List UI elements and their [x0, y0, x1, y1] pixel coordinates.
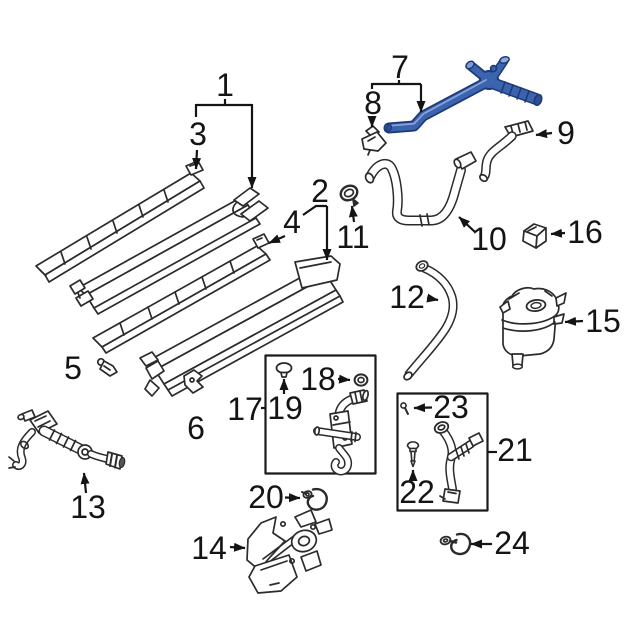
- clip-part-20: [301, 487, 328, 511]
- callout-11: 11: [336, 219, 369, 255]
- water-pump-part-14: [246, 509, 333, 594]
- callout-18: 18: [300, 361, 336, 397]
- callout-8: 8: [364, 85, 382, 121]
- leader-11-arrow: [348, 205, 358, 223]
- leader-18-arrow: [337, 374, 351, 384]
- leader-12-arrow: [426, 293, 439, 303]
- callout-14: 14: [191, 530, 227, 566]
- coolant-tube-highlighted: [383, 56, 543, 134]
- leader-2: [302, 204, 327, 216]
- leader-4-arrow: [268, 234, 286, 245]
- callout-17: 17: [227, 391, 263, 427]
- leader-23-arrow: [413, 403, 433, 413]
- leader-16-arrow: [550, 228, 566, 238]
- callout-24: 24: [494, 525, 530, 561]
- leader-lines: [80, 80, 584, 552]
- leader-15-arrow: [564, 316, 584, 326]
- callout-2: 2: [311, 173, 329, 209]
- callout-9: 9: [557, 115, 575, 151]
- callout-6: 6: [187, 410, 205, 446]
- screw-part-23: [400, 402, 409, 415]
- leader-1: [194, 99, 252, 117]
- hose-part-13: [8, 409, 126, 470]
- leader-7: [370, 80, 421, 89]
- clip-part-5: [96, 357, 118, 377]
- radiator-core-primary: [69, 187, 269, 315]
- bracket-part-6: [183, 369, 204, 394]
- leader-9-arrow: [535, 129, 553, 139]
- callout-labels: 1 2 3 4 5 6 7 8 9 10 11 12 13 14 15 16 1…: [64, 49, 621, 566]
- callout-10: 10: [471, 221, 507, 257]
- callout-19: 19: [267, 390, 303, 426]
- sensor-part-16: [522, 223, 547, 249]
- radiator-seal-upper: [35, 172, 205, 283]
- callout-3: 3: [189, 116, 207, 152]
- callout-1: 1: [216, 67, 234, 103]
- clip-part-24: [439, 532, 472, 556]
- callout-5: 5: [64, 350, 82, 386]
- leader-20-arrow: [284, 493, 301, 503]
- callout-20: 20: [248, 479, 284, 515]
- leader-13-arrow: [80, 472, 90, 494]
- clip-part-4: [252, 233, 270, 249]
- leader-3-arrow: [192, 149, 202, 170]
- callout-23: 23: [433, 389, 469, 425]
- radiator-core-secondary: [139, 255, 344, 397]
- cap-part-19: [275, 362, 293, 378]
- callout-7: 7: [391, 49, 409, 85]
- reservoir-part-15: [499, 286, 567, 370]
- leader-10-arrow: [458, 216, 476, 233]
- clip-part-8: [361, 125, 387, 156]
- callout-21: 21: [497, 432, 533, 468]
- callout-13: 13: [70, 489, 106, 525]
- hose-part-21: [433, 421, 484, 504]
- callout-15: 15: [585, 303, 621, 339]
- radiator-seal-lower: [92, 245, 271, 354]
- pin-part-22: [406, 441, 420, 468]
- clip-part-3: [185, 160, 204, 176]
- clamp-part-11: [339, 184, 359, 207]
- hose-part-10: [364, 151, 477, 227]
- hose-part-9: [479, 120, 534, 183]
- thermostat-part-17: [313, 389, 370, 476]
- leader-14-arrow: [229, 542, 246, 552]
- callout-22: 22: [399, 474, 435, 510]
- callout-16: 16: [567, 214, 603, 250]
- callout-12: 12: [389, 279, 425, 315]
- callout-4: 4: [283, 204, 301, 240]
- oring-part-18: [353, 373, 369, 387]
- hose-part-12: [403, 260, 458, 381]
